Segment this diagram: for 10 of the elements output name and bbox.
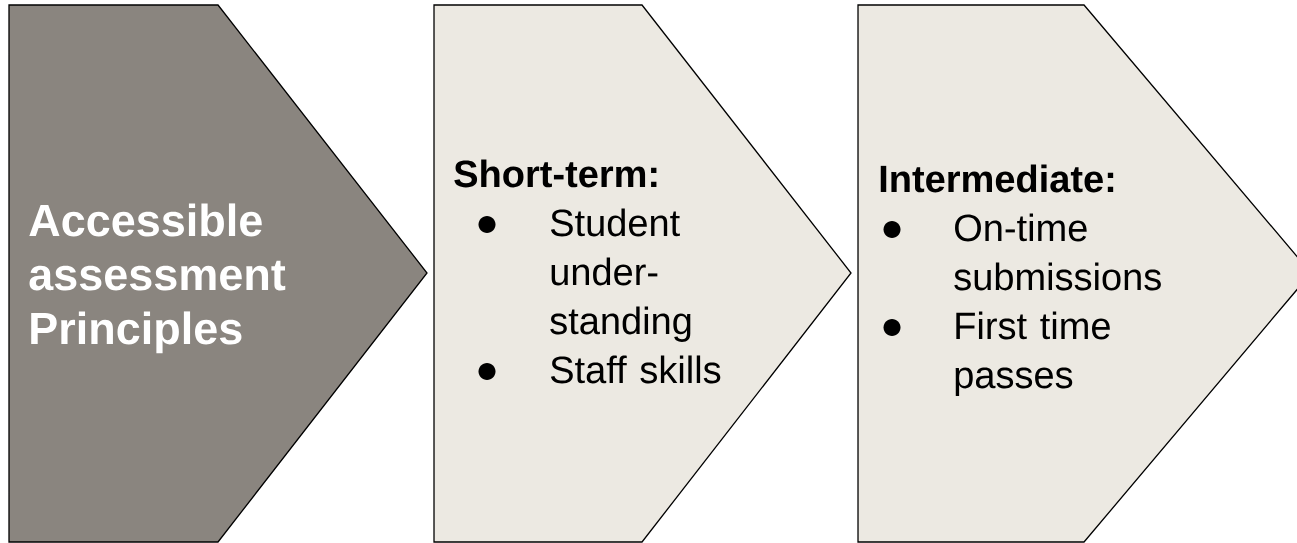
chevron-box: [857, 4, 1297, 543]
bullet-item: On-time submissions: [883, 213, 1161, 291]
heading: Intermediate:: [880, 164, 1114, 193]
chevron-box: [433, 4, 852, 543]
heading: Accessible assessment Principles: [29, 203, 286, 354]
heading: Short-term:: [454, 159, 657, 188]
bullet-item: Student under-standing: [478, 208, 691, 342]
bullet-item: Staff skills: [478, 355, 721, 384]
chevron-box: [8, 4, 428, 543]
bullet-item: First time passes: [883, 311, 1110, 396]
